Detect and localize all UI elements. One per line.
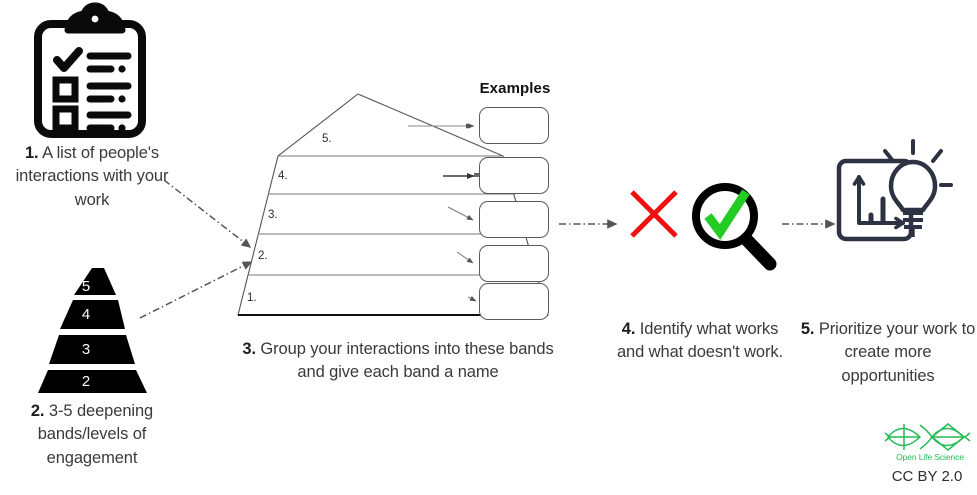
step-4-text: Identify what works and what doesn't wor… — [616, 320, 784, 362]
step-3-number: 3. — [242, 340, 256, 358]
example-box-1[interactable] — [479, 107, 549, 144]
connector-list-to-pentagon — [163, 179, 252, 248]
step-3-text: Group your interactions into these bands… — [255, 340, 554, 382]
magnifier-check-icon — [688, 180, 784, 276]
step-4-number: 4. — [621, 320, 636, 338]
pentagon-band-4-label: 4. — [278, 170, 288, 182]
lightbulb-chart-icon — [833, 137, 953, 249]
red-cross-icon — [626, 186, 682, 242]
pentagon-band-1-label: 1. — [247, 292, 257, 304]
step-4-caption: 4. Identify what works and what doesn't … — [610, 318, 790, 365]
pentagon-band-5-label: 5. — [322, 133, 332, 145]
step-1-number: 1. — [24, 144, 39, 162]
example-box-3[interactable] — [479, 201, 549, 238]
step-2-number: 2. — [30, 402, 45, 420]
pyramid-band-3-label: 3 — [81, 341, 91, 358]
license-text: CC BY 2.0 — [891, 468, 963, 485]
example-box-5[interactable] — [479, 283, 549, 320]
step-3-caption: 3. Group your interactions into these ba… — [238, 338, 558, 385]
step-1-caption: 1. A list of people's interactions with … — [4, 142, 180, 212]
open-life-science-logo — [884, 418, 976, 456]
step-5-caption: 5. Prioritize your work to create more o… — [798, 318, 977, 388]
step-5-text: Prioritize your work to create more oppo… — [814, 320, 976, 385]
step-2-text: 3-5 deepening bands/levels of engagement — [37, 402, 154, 467]
pyramid-band-4-label: 4 — [81, 306, 91, 323]
example-box-2[interactable] — [479, 157, 549, 194]
examples-heading: Examples — [479, 80, 551, 97]
step-2-caption: 2. 3-5 deepening bands/levels of engagem… — [6, 400, 178, 470]
pentagon-band-2-label: 2. — [258, 250, 268, 262]
pyramid-band-5-label: 5 — [81, 278, 91, 295]
step-5-number: 5. — [800, 320, 815, 338]
pyramid-band-2-label: 2 — [81, 373, 91, 390]
connector-pyramid-to-pentagon — [139, 261, 253, 319]
step-1-text: A list of people's interactions with you… — [15, 144, 169, 209]
pentagon-band-3-label: 3. — [268, 209, 278, 221]
black-pyramid-icon — [38, 266, 172, 394]
open-life-science-logo-text: Open Life Science — [896, 452, 964, 462]
clipboard-checklist-icon — [28, 2, 154, 140]
example-box-4[interactable] — [479, 245, 549, 282]
